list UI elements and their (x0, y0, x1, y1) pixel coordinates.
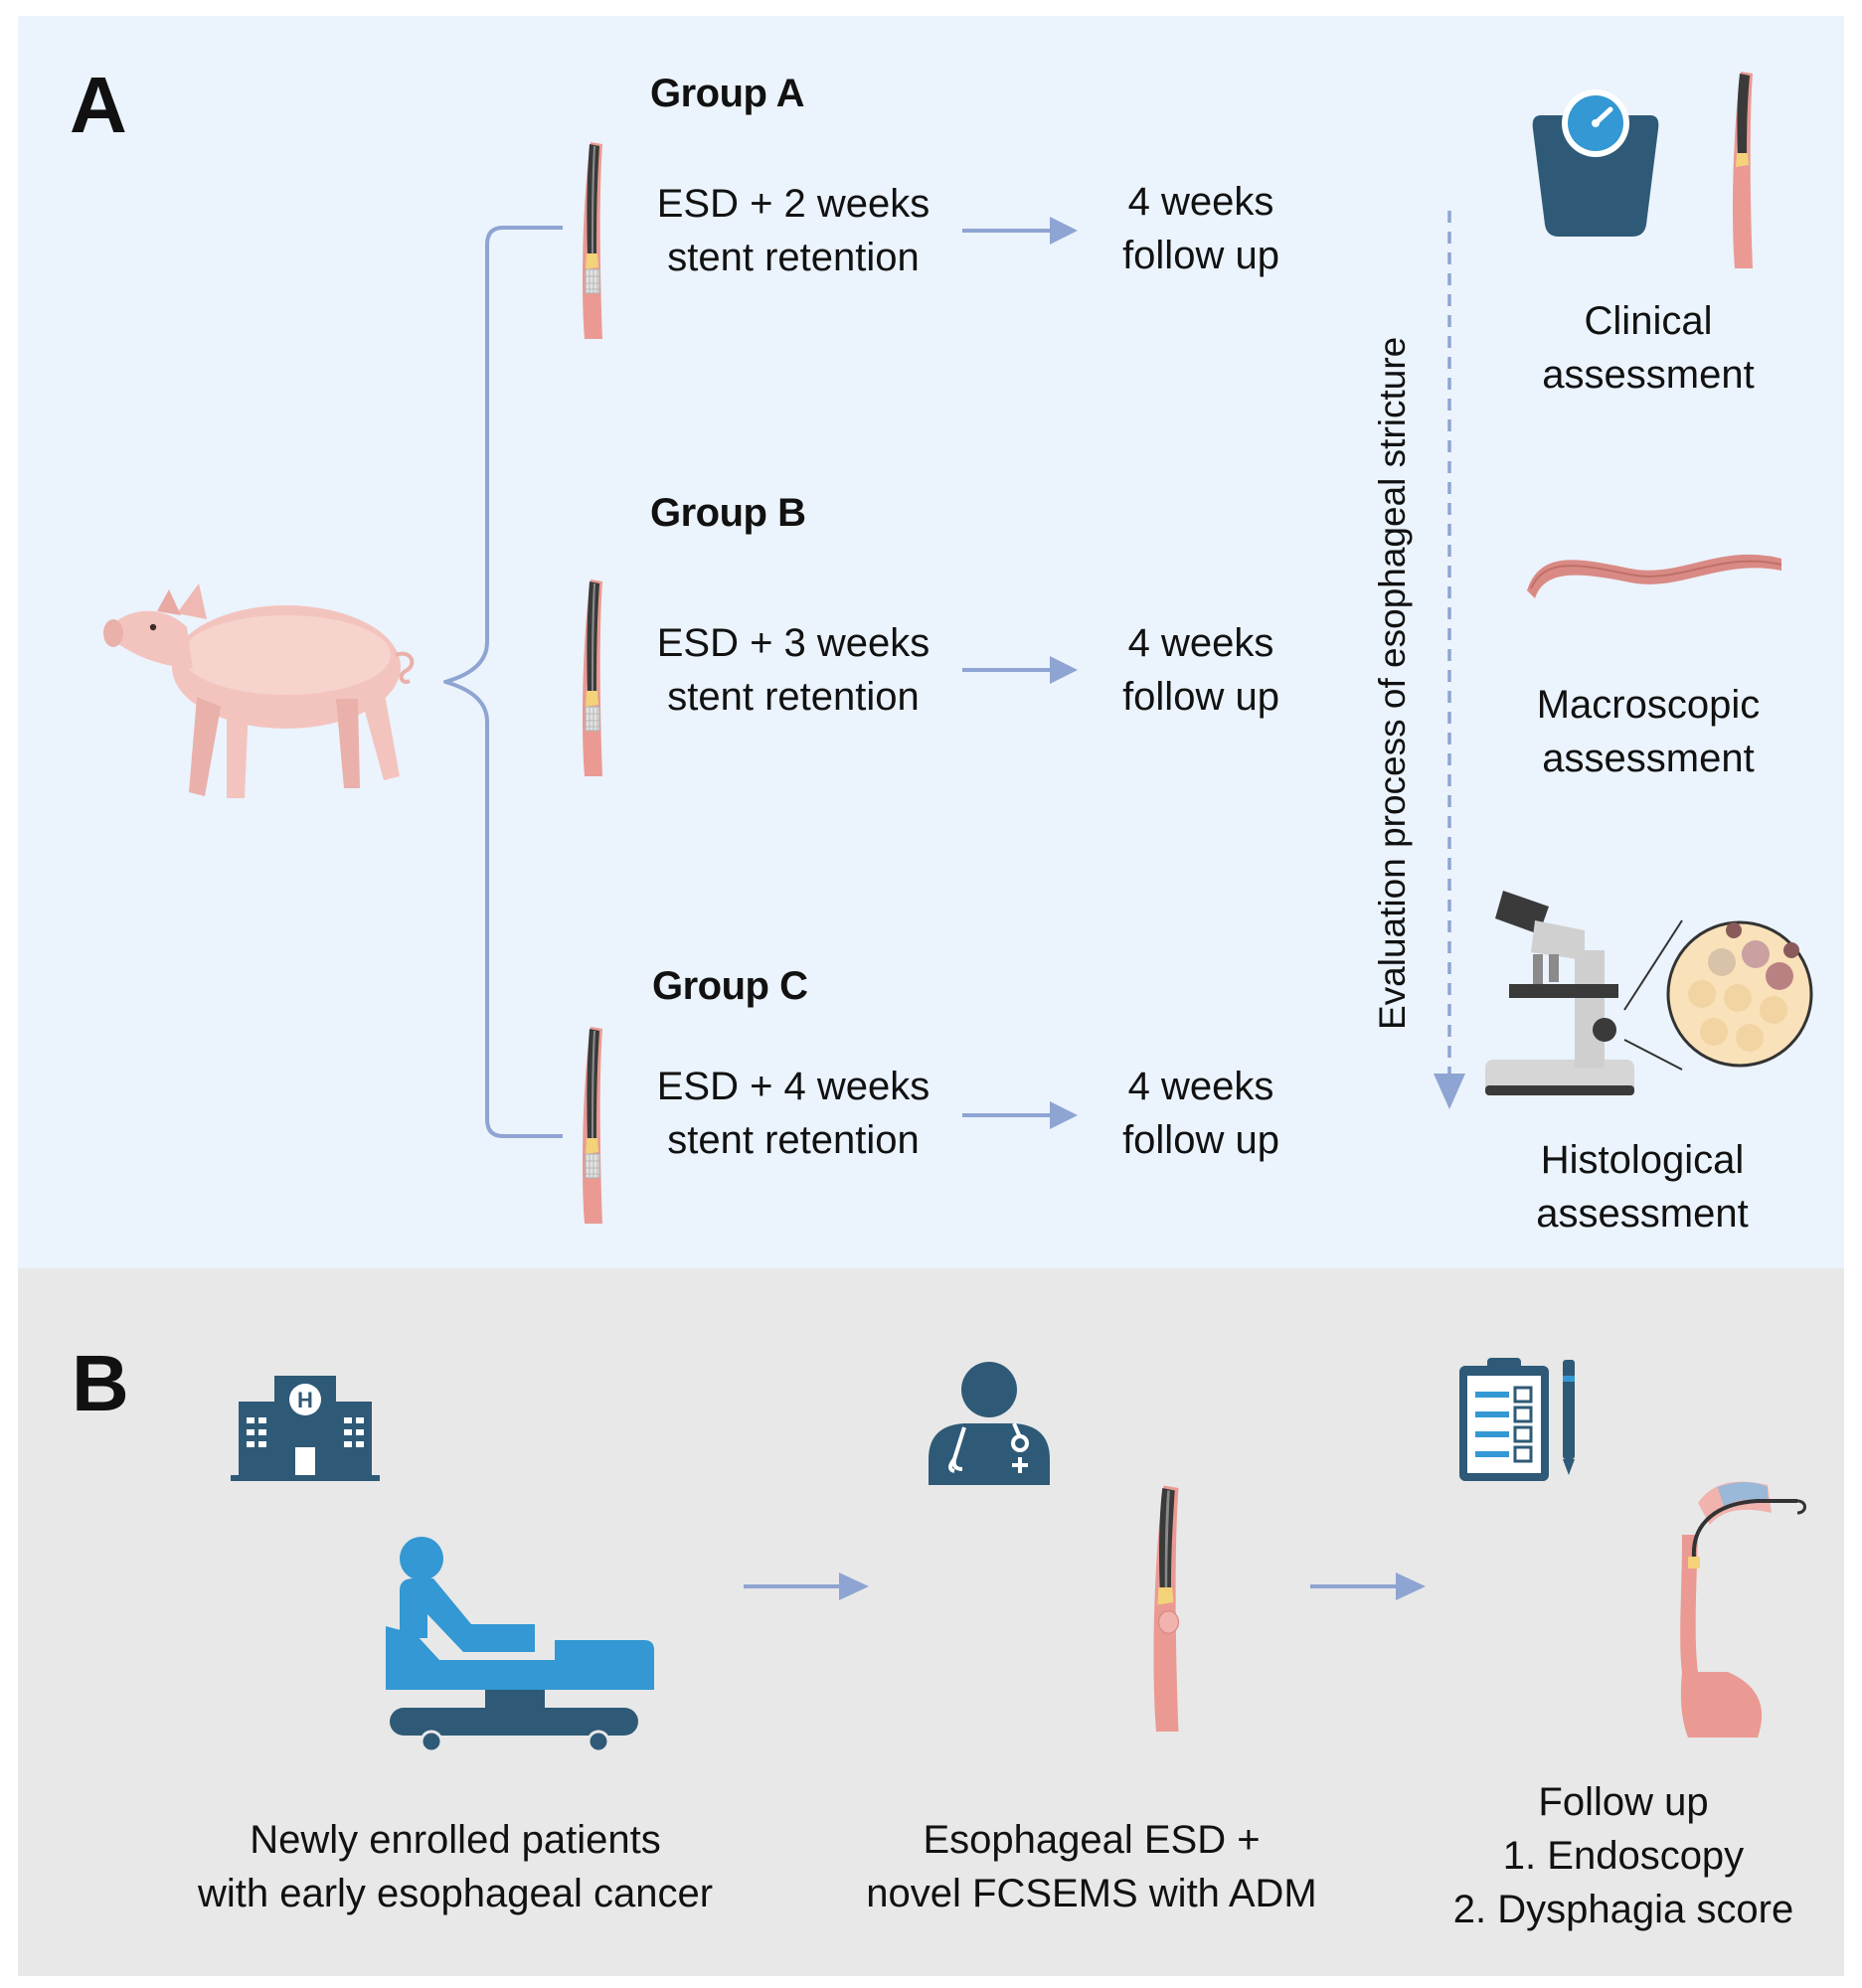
step2-line1: Esophageal ESD + (923, 1818, 1261, 1862)
macroscopic-line2: assessment (1542, 737, 1755, 780)
group-c-treatment: ESD + 4 weeks stent retention (624, 1060, 962, 1167)
group-a-follow-up: 4 weeks follow up (1092, 175, 1310, 282)
clinical-assessment-label: Clinical assessment (1489, 294, 1807, 402)
group-c-title: Group C (652, 964, 808, 1008)
group-b-treatment-line1: ESD + 3 weeks (656, 621, 931, 665)
group-a-treatment: ESD + 2 weeks stent retention (624, 177, 962, 284)
histological-line2: assessment (1536, 1192, 1749, 1236)
pig-illustration (103, 583, 415, 798)
esophageal-stent-icon (1153, 1485, 1180, 1732)
panel-a: A Group A ESD + 2 weeks stent retention … (18, 16, 1844, 1268)
weighing-scale-icon (1532, 89, 1659, 237)
hospital-icon: H (231, 1376, 380, 1481)
group-b-treatment: ESD + 3 weeks stent retention (624, 616, 962, 724)
microscope-icon (1485, 891, 1813, 1095)
group-c-arrow (962, 1101, 1078, 1129)
group-a-arrow (962, 217, 1078, 245)
histological-assessment-label: Histological assessment (1483, 1133, 1801, 1241)
group-c-treatment-line1: ESD + 4 weeks (656, 1065, 931, 1108)
group-brace (443, 226, 563, 1138)
step1-arrow (744, 1573, 869, 1600)
step1-line2: with early esophageal cancer (197, 1872, 714, 1915)
esophagus-specimen-icon (1527, 554, 1782, 598)
clinical-line2: assessment (1542, 353, 1755, 397)
panel-b: B H Newly enrolled patients with ea (18, 1268, 1844, 1976)
evaluation-dashed-arrow (1434, 211, 1465, 1109)
follow-up-title: Follow up (1538, 1780, 1709, 1824)
step3-label: Follow up 1. Endoscopy 2. Dysphagia scor… (1390, 1775, 1857, 1936)
group-c-follow-line2: follow up (1122, 1118, 1279, 1162)
svg-text:H: H (297, 1388, 313, 1412)
step2-arrow (1310, 1573, 1426, 1600)
group-b-treatment-line2: stent retention (667, 675, 920, 719)
macroscopic-line1: Macroscopic (1536, 683, 1761, 727)
doctor-icon (929, 1362, 1050, 1485)
follow-up-item-2: 2. Dysphagia score (1452, 1888, 1794, 1931)
group-b-follow-up: 4 weeks follow up (1092, 616, 1310, 724)
group-c-follow-line1: 4 weeks (1127, 1065, 1274, 1108)
group-b-title: Group B (650, 491, 806, 535)
panel-b-letter: B (72, 1339, 129, 1427)
step2-label: Esophageal ESD + novel FCSEMS with ADM (793, 1813, 1390, 1920)
patient-bed-icon (386, 1537, 654, 1753)
group-a-follow-line2: follow up (1122, 234, 1279, 277)
group-b-follow-line2: follow up (1122, 675, 1279, 719)
group-b-arrow (962, 656, 1078, 684)
group-c-treatment-line2: stent retention (667, 1118, 920, 1162)
macroscopic-assessment-label: Macroscopic assessment (1489, 678, 1807, 785)
group-a-treatment-line2: stent retention (667, 236, 920, 279)
stent-in-esophagus-icon (1733, 72, 1753, 268)
group-c-follow-up: 4 weeks follow up (1092, 1060, 1310, 1167)
step1-line1: Newly enrolled patients (250, 1818, 661, 1862)
step1-label: Newly enrolled patients with early esoph… (147, 1813, 763, 1920)
esophageal-stent-icon (573, 1020, 612, 1229)
esophageal-stent-icon (573, 573, 612, 781)
panel-a-letter: A (70, 61, 127, 149)
clipboard-checklist-icon (1459, 1358, 1575, 1481)
follow-up-item-1: 1. Endoscopy (1502, 1834, 1745, 1878)
evaluation-label: Evaluation process of esophageal strictu… (1372, 336, 1413, 1030)
histological-line1: Histological (1540, 1138, 1745, 1182)
clinical-line1: Clinical (1584, 299, 1713, 343)
group-a-follow-line1: 4 weeks (1127, 180, 1274, 224)
endoscopy-icon (1680, 1481, 1806, 1738)
group-a-treatment-line1: ESD + 2 weeks (656, 182, 931, 226)
group-b-follow-line1: 4 weeks (1127, 621, 1274, 665)
esophageal-stent-icon (573, 135, 612, 344)
group-a-title: Group A (650, 72, 805, 115)
step2-line2: novel FCSEMS with ADM (866, 1872, 1317, 1915)
